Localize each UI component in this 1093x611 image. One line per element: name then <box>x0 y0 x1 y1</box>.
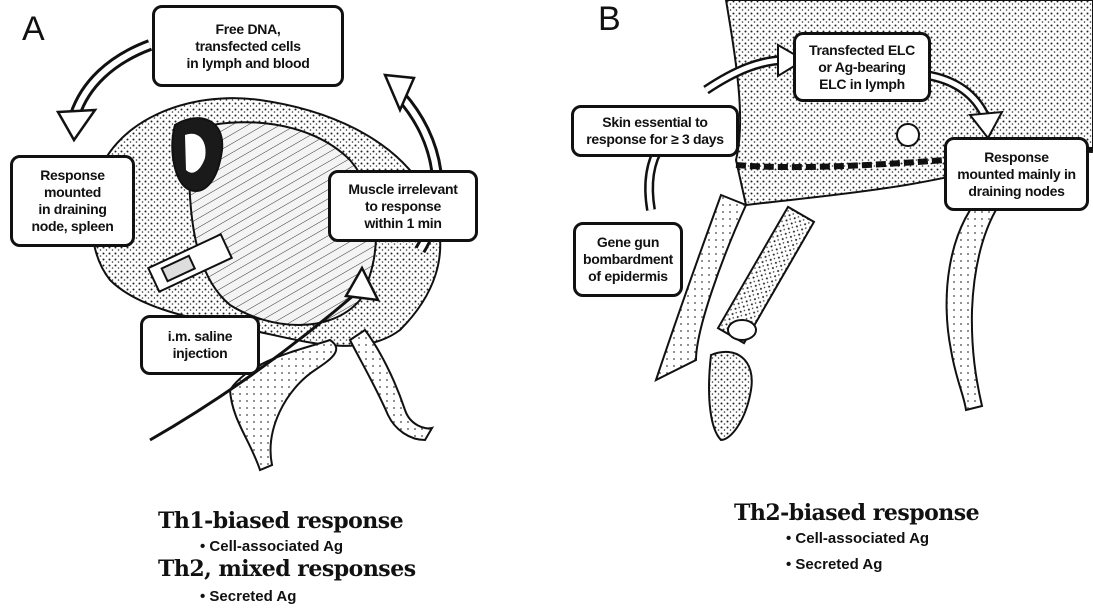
caption-b-bullet-2: • Secreted Ag <box>786 556 882 573</box>
caption-th2-biased: Th2-biased response <box>734 500 979 526</box>
caption-th2-bullet: • Secreted Ag <box>200 588 296 605</box>
leg-right <box>350 330 432 440</box>
caption-b-bullet-1: • Cell-associated Ag <box>786 530 929 547</box>
callout-muscle-irrelevant-text: Muscle irrelevant to response within 1 m… <box>348 181 457 232</box>
callout-gene-gun-text: Gene gun bombardment of epidermis <box>583 234 673 285</box>
callout-transfected-elc: Transfected ELC or Ag-bearing ELC in lym… <box>793 32 931 102</box>
caption-th2: Th2, mixed responses <box>158 556 416 582</box>
callout-response-mounted-b-text: Response mounted mainly in draining node… <box>957 149 1076 200</box>
callout-skin-essential-text: Skin essential to response for ≥ 3 days <box>586 114 724 148</box>
arrow-to-left <box>75 45 150 115</box>
callout-muscle-irrelevant: Muscle irrelevant to response within 1 m… <box>328 170 478 242</box>
callout-skin-essential: Skin essential to response for ≥ 3 days <box>571 105 739 157</box>
callout-response-mounted-b: Response mounted mainly in draining node… <box>944 137 1089 211</box>
callout-response-mounted-text: Response mounted in draining node, splee… <box>32 167 114 235</box>
callout-response-mounted: Response mounted in draining node, splee… <box>10 155 135 247</box>
caption-th1: Th1-biased response <box>158 508 403 534</box>
callout-gene-gun: Gene gun bombardment of epidermis <box>573 222 683 297</box>
callout-im-saline: i.m. saline injection <box>140 315 260 375</box>
caption-th1-bullet: • Cell-associated Ag <box>200 538 343 555</box>
callout-im-saline-text: i.m. saline injection <box>168 328 232 362</box>
panel-b: B <box>546 0 1093 611</box>
leg-right-b <box>947 190 1006 410</box>
panel-a: A <box>0 0 546 611</box>
callout-free-dna-text: Free DNA, transfected cells in lymph and… <box>187 21 310 72</box>
callout-transfected-elc-text: Transfected ELC or Ag-bearing ELC in lym… <box>809 42 915 93</box>
lymph-node-b <box>897 124 919 146</box>
callout-free-dna: Free DNA, transfected cells in lymph and… <box>152 5 344 87</box>
